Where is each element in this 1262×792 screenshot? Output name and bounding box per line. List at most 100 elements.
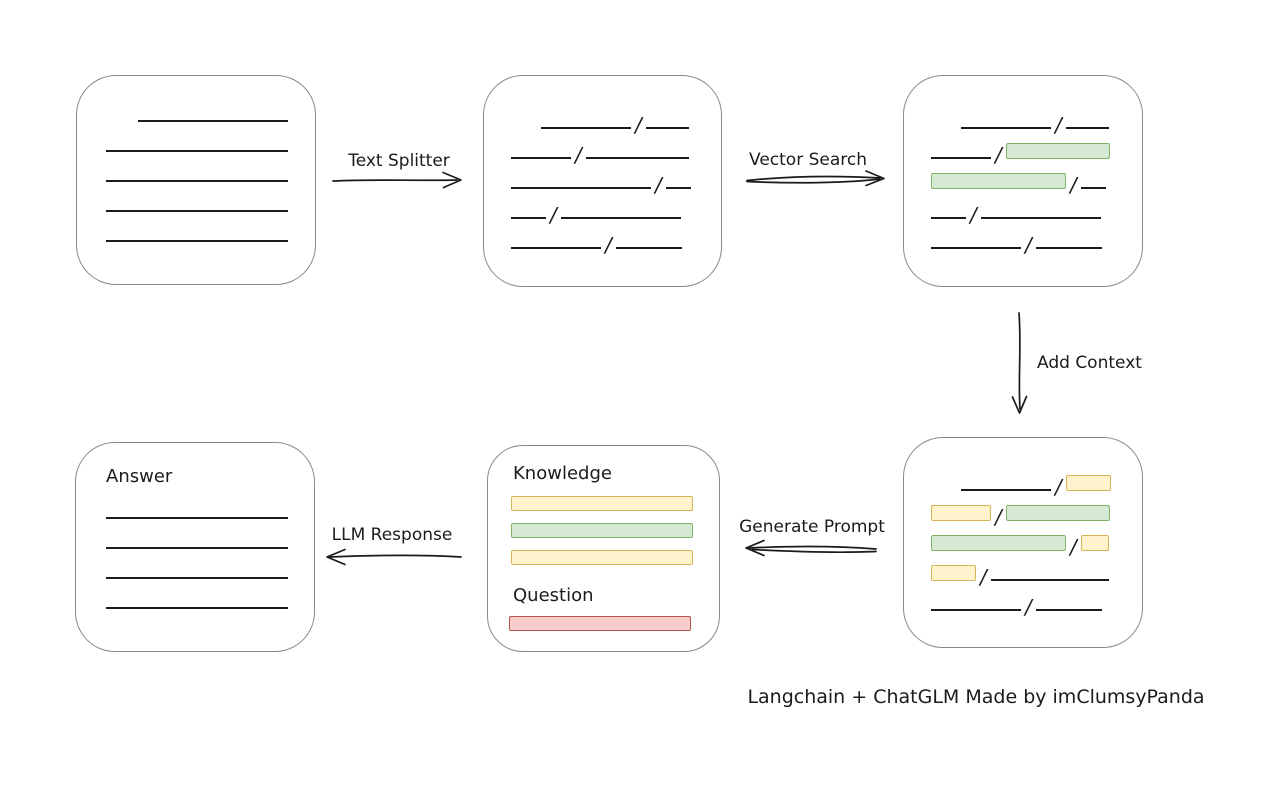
chunk-rows: ///// bbox=[904, 76, 1142, 255]
arrowhead-icon bbox=[1011, 395, 1028, 414]
text-line bbox=[511, 217, 546, 219]
source-document-box bbox=[76, 75, 316, 285]
text-line bbox=[990, 579, 1109, 581]
context-chunks-box: / / / / / bbox=[903, 437, 1143, 648]
answer-box: Answer bbox=[75, 442, 315, 652]
slash-separator: / bbox=[655, 173, 662, 197]
chunk-row: / bbox=[511, 159, 721, 195]
arrowhead-icon bbox=[865, 170, 885, 187]
text-splitter-arrow bbox=[332, 171, 462, 189]
chunk-row: / bbox=[931, 581, 1142, 617]
arrowhead-icon bbox=[442, 171, 462, 189]
chunk-row: / bbox=[931, 461, 1142, 497]
text-line bbox=[138, 120, 288, 122]
prompt-box: Knowledge Question bbox=[487, 445, 720, 652]
arrowhead-icon bbox=[326, 548, 346, 566]
text-line bbox=[961, 489, 1051, 491]
green-bar bbox=[511, 523, 693, 538]
text-line bbox=[585, 157, 689, 159]
text-line bbox=[106, 240, 288, 242]
chunk-row: / bbox=[511, 129, 721, 165]
add-context-label: Add Context bbox=[1037, 353, 1142, 373]
text-line bbox=[511, 157, 571, 159]
chunk-row: / bbox=[931, 129, 1142, 165]
generate-prompt-arrow bbox=[745, 539, 877, 557]
credit-caption: Langchain + ChatGLM Made by imClumsyPand… bbox=[747, 686, 1205, 708]
arrow-line bbox=[746, 178, 881, 184]
slash-separator: / bbox=[1025, 233, 1032, 257]
text-line bbox=[1065, 127, 1109, 129]
slash-separator: / bbox=[635, 113, 642, 137]
slash-separator: / bbox=[605, 233, 612, 257]
text-line bbox=[560, 217, 681, 219]
green-highlight-bar bbox=[931, 173, 1066, 189]
text-line bbox=[106, 180, 288, 182]
yellow-highlight-bar bbox=[931, 565, 976, 581]
yellow-highlight-bar bbox=[931, 505, 991, 521]
text-line bbox=[931, 157, 991, 159]
vector-search-arrow bbox=[746, 170, 885, 187]
green-highlight-bar bbox=[931, 535, 1066, 551]
chunk-row: / bbox=[931, 521, 1142, 557]
knowledge-bars bbox=[511, 496, 693, 577]
arrowhead-icon bbox=[745, 539, 765, 557]
answer-label: Answer bbox=[106, 466, 173, 487]
split-chunks-box: / / / / / bbox=[483, 75, 722, 287]
chunk-row: / bbox=[511, 99, 721, 135]
document-lines bbox=[77, 76, 315, 242]
question-bars bbox=[509, 616, 691, 643]
text-line bbox=[615, 247, 682, 249]
slash-separator: / bbox=[1025, 595, 1032, 619]
slash-separator: / bbox=[980, 565, 987, 589]
text-line bbox=[931, 247, 1021, 249]
text-line bbox=[106, 517, 288, 519]
yellow-highlight-bar bbox=[1065, 475, 1111, 491]
text-line bbox=[665, 187, 691, 189]
text-line bbox=[106, 210, 288, 212]
text-line bbox=[106, 577, 288, 579]
generate-prompt-label: Generate Prompt bbox=[739, 517, 885, 537]
knowledge-label: Knowledge bbox=[513, 463, 612, 484]
text-line bbox=[980, 217, 1101, 219]
text-line bbox=[106, 547, 288, 549]
chunk-row: / bbox=[931, 189, 1142, 225]
text-line bbox=[931, 609, 1021, 611]
text-line bbox=[1080, 187, 1106, 189]
text-line bbox=[511, 247, 601, 249]
vector-search-label: Vector Search bbox=[749, 150, 867, 170]
slash-separator: / bbox=[1070, 535, 1077, 559]
text-line bbox=[1035, 247, 1102, 249]
answer-lines bbox=[106, 517, 288, 637]
arrow-line bbox=[748, 545, 877, 550]
text-line bbox=[541, 127, 631, 129]
green-highlight-bar bbox=[1005, 505, 1110, 521]
arrow-line bbox=[328, 554, 462, 558]
chunk-row: / bbox=[931, 491, 1142, 527]
chunk-row: / bbox=[511, 189, 721, 225]
text-line bbox=[106, 607, 288, 609]
chunk-row: / bbox=[931, 159, 1142, 195]
text-line bbox=[511, 187, 651, 189]
slash-separator: / bbox=[1055, 113, 1062, 137]
text-line bbox=[645, 127, 689, 129]
chunk-rows: / / / / / bbox=[484, 76, 721, 255]
slash-separator: / bbox=[995, 143, 1002, 167]
text-line bbox=[1035, 609, 1102, 611]
text-line bbox=[931, 217, 966, 219]
add-context-arrow bbox=[1011, 312, 1028, 414]
chunk-row: / bbox=[931, 551, 1142, 587]
llm-response-label: LLM Response bbox=[331, 525, 453, 545]
arrow-line bbox=[751, 548, 877, 554]
green-highlight-bar bbox=[1005, 143, 1110, 159]
slash-separator: / bbox=[995, 505, 1002, 529]
yellow-highlight-bar bbox=[1080, 535, 1109, 551]
red-bar bbox=[509, 616, 691, 631]
slash-separator: / bbox=[550, 203, 557, 227]
arrow-line bbox=[746, 175, 881, 182]
slash-separator: / bbox=[575, 143, 582, 167]
chunk-row: / bbox=[511, 219, 721, 255]
arrow-line bbox=[1018, 312, 1021, 410]
slash-separator: / bbox=[1070, 173, 1077, 197]
chunk-rows: / / / / / bbox=[904, 438, 1142, 617]
